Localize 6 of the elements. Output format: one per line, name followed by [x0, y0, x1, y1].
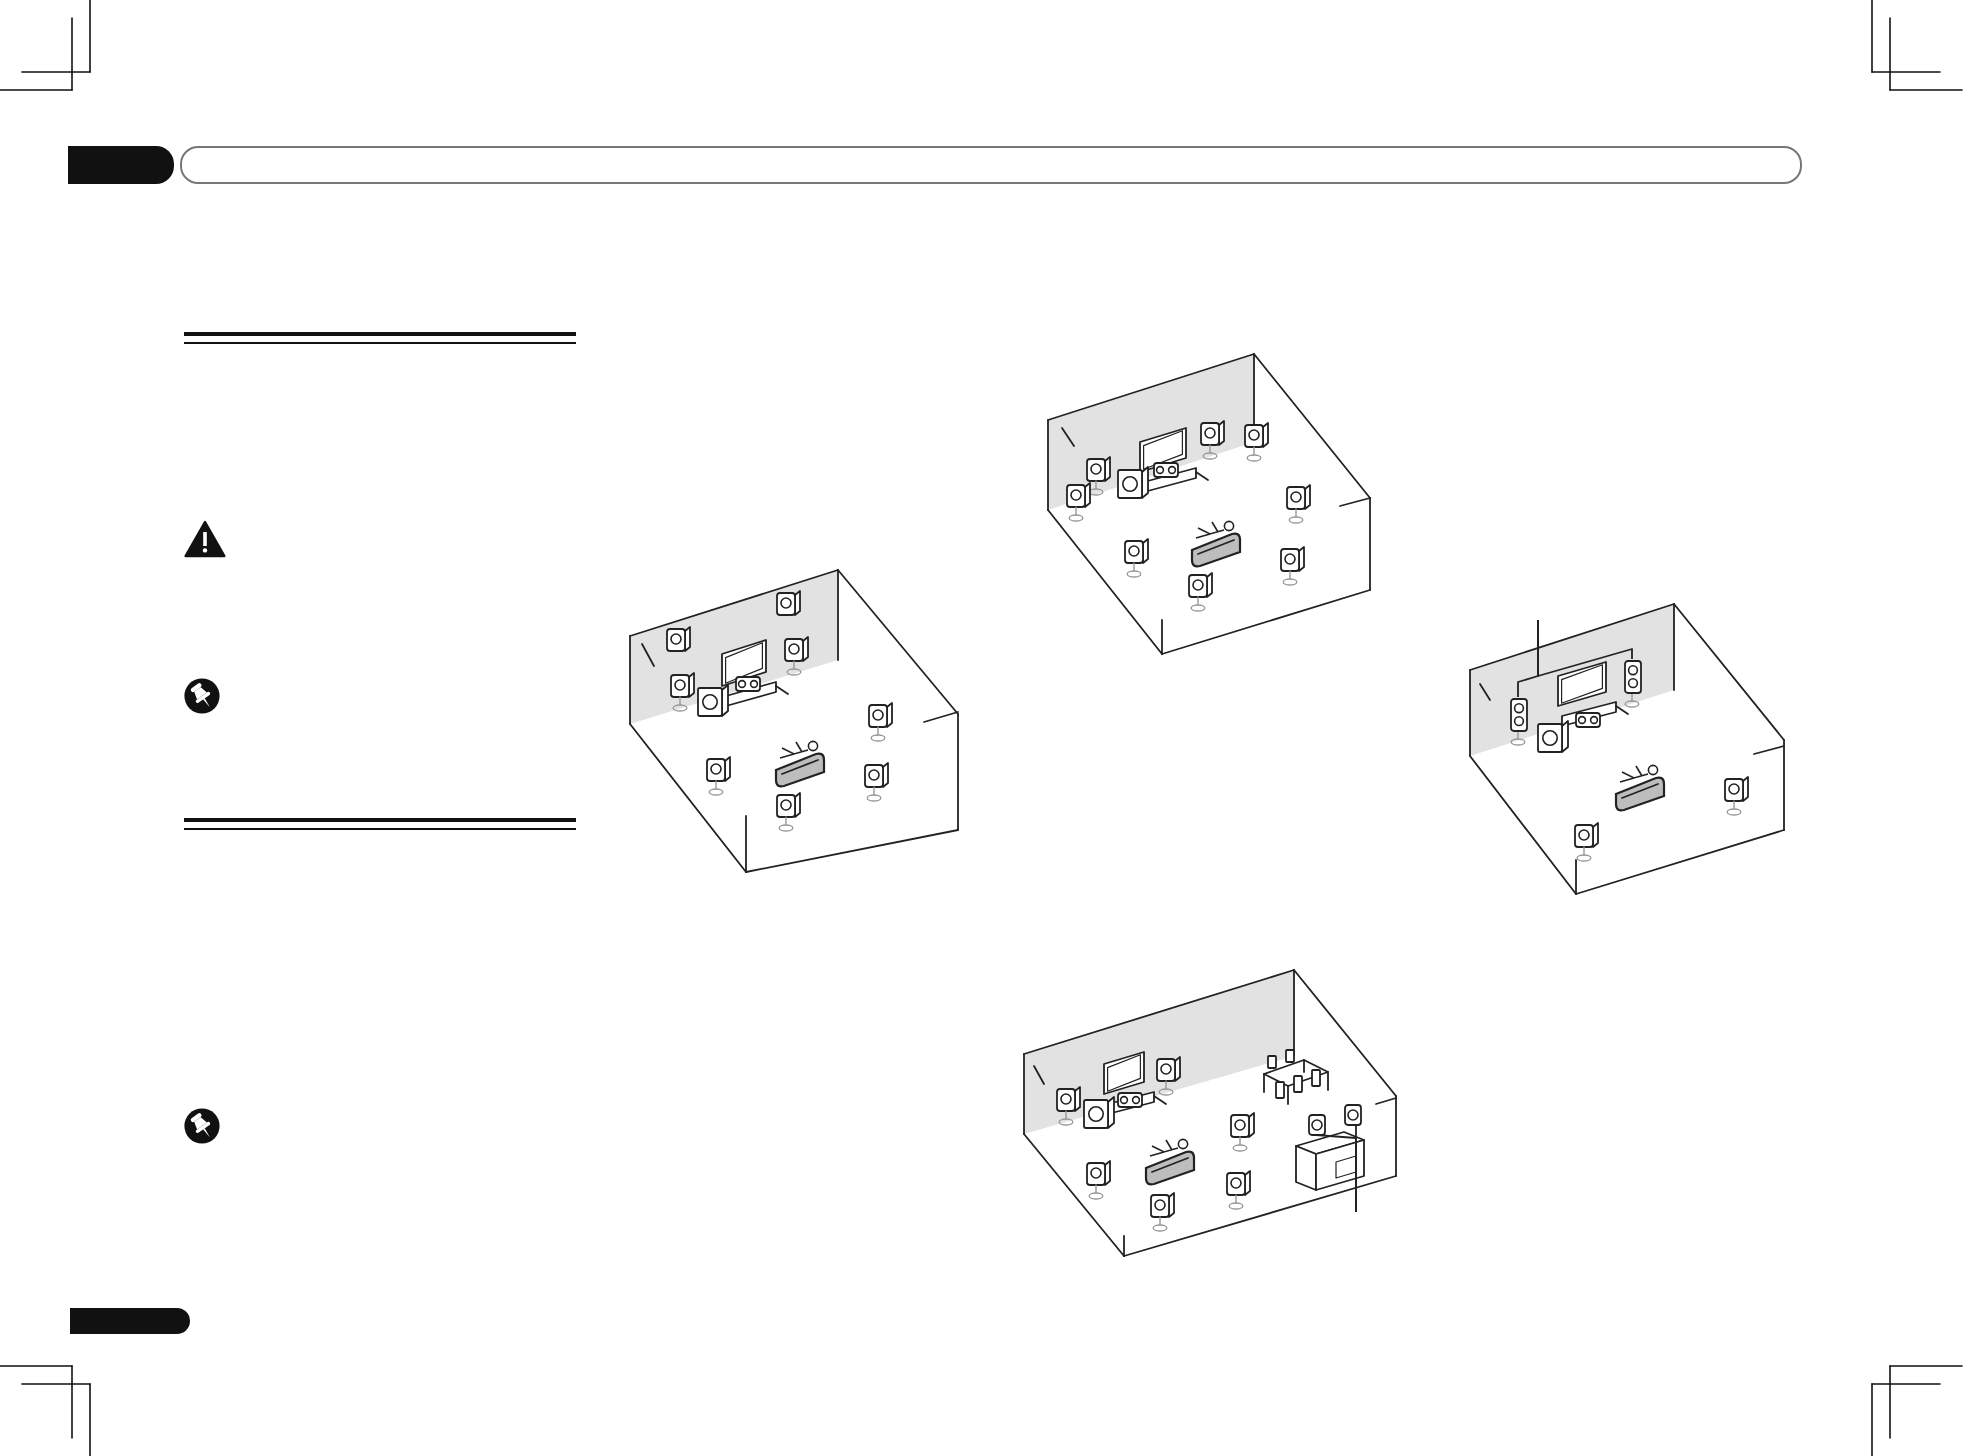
leader-line [1355, 1124, 1357, 1213]
speaker [1623, 659, 1641, 693]
speaker [1343, 1103, 1361, 1125]
speaker [1509, 697, 1527, 731]
leader-line [1537, 619, 1633, 677]
speaker [1307, 1113, 1325, 1135]
